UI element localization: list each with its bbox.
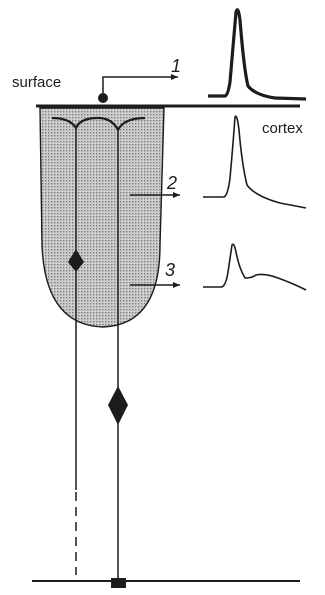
bottom-electrode	[111, 578, 126, 588]
electrode-3-arrowhead	[173, 282, 180, 288]
surface-electrode	[98, 93, 108, 103]
waveform-3	[203, 244, 306, 290]
electrode-2-number: 2	[166, 173, 177, 193]
electrode-1-number: 1	[171, 56, 181, 76]
waveform-1	[208, 10, 306, 99]
cortex-label: cortex	[262, 120, 303, 137]
neuron-2-soma	[108, 386, 128, 425]
cortex-region	[40, 108, 164, 327]
electrode-3-number: 3	[165, 260, 175, 280]
surface-label: surface	[12, 74, 61, 91]
electrode-1-lead	[103, 77, 178, 93]
